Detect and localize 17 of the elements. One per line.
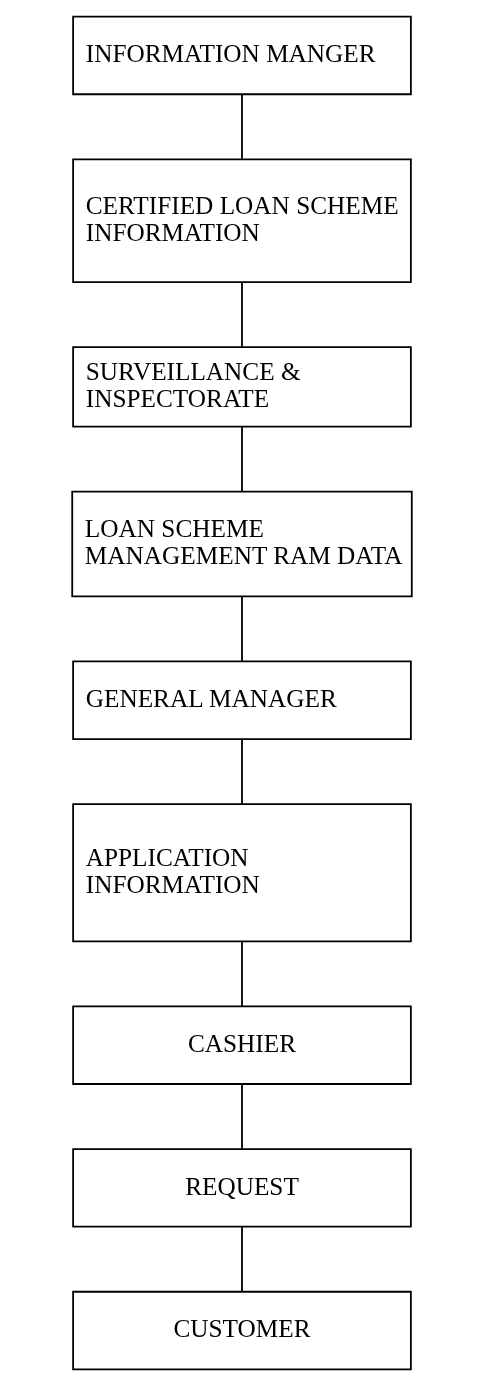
connector [241,1226,243,1293]
connector [241,281,243,348]
node-box: CASHIER [72,1005,412,1085]
node-box: LOAN SCHEME MANAGEMENT RAM DATA [71,490,413,598]
node-box: GENERAL MANAGER [72,660,412,740]
connector [241,425,243,493]
node-box: CUSTOMER [72,1290,412,1371]
node-box: INFORMATION MANGER [72,15,412,96]
connector [241,93,243,160]
node-box: APPLICATION INFORMATION [72,803,412,943]
connector [241,595,243,663]
connector [241,940,243,1007]
node-box: CERTIFIED LOAN SCHEME INFORMATION [72,158,412,283]
node-box: REQUEST [72,1148,412,1228]
node-box: SURVEILLANCE & INSPECTORATE [72,346,412,428]
connector [241,738,243,805]
connector [241,1083,243,1150]
